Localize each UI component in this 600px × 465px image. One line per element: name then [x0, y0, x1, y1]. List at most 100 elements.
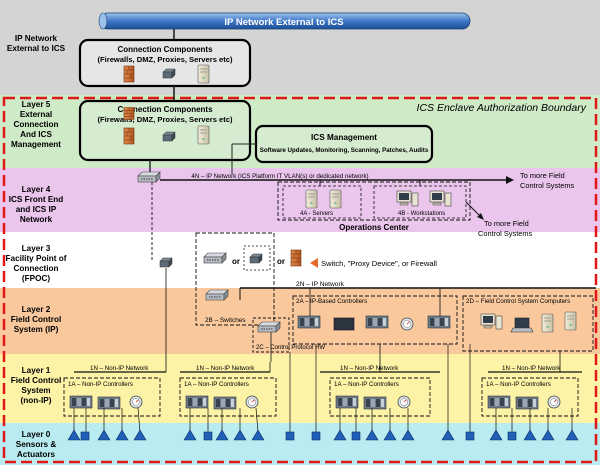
layer0-label-1: Layer 0: [22, 430, 51, 439]
server-icon: [197, 64, 210, 84]
layer4-switch-icon: [137, 171, 161, 183]
firewall-icon: [123, 65, 135, 83]
sensors-actuators: [67, 429, 579, 441]
non-ip-controllers-label-4: 1A – Non-IP Controllers: [486, 381, 551, 388]
workstation-icon: [480, 313, 503, 330]
fpoc-or-2: or: [277, 257, 285, 266]
actuator-icon: [203, 431, 213, 441]
connection-components-internal: Connection Components (Firewalls, DMZ, P…: [78, 99, 252, 162]
plc-icon: [487, 395, 511, 409]
layer1-label-3: System: [21, 386, 50, 395]
external-ip-network-bus: IP Network External to ICS: [98, 12, 471, 30]
meter-icon: [129, 395, 143, 409]
sensor-icon: [383, 429, 397, 441]
layer4-band: [0, 168, 600, 232]
actuator-icon: [80, 431, 90, 441]
layer0-label-2: Sensors &: [16, 440, 57, 449]
layer0-band: [0, 423, 600, 465]
conn-ext-title: Connection Components: [117, 45, 213, 54]
ics-management-detail: Software Updates, Monitoring, Scanning, …: [260, 147, 429, 154]
boundary-title: ICS Enclave Authorization Boundary: [417, 102, 587, 114]
plc-icon: [213, 396, 237, 410]
plc-icon: [365, 315, 389, 329]
actuator-icon: [285, 431, 295, 441]
field-control-system-computers: 2D – Field Control System Computers: [462, 295, 594, 352]
switch-icon: [205, 289, 229, 301]
non-ip-controllers-label-2: 1A – Non-IP Controllers: [184, 381, 249, 388]
fpoc-options: or or 2B – Switches: [195, 232, 302, 326]
servers-label: 4A - Servers: [300, 211, 333, 217]
conn-int-detail: (Firewalls, DMZ, Proxies, Servers etc): [97, 115, 233, 124]
plc-icon: [185, 395, 209, 409]
conn-int-title: Connection Components: [117, 105, 213, 114]
sensor-icon: [565, 429, 579, 441]
layer4-label-4: Network: [20, 215, 53, 224]
firewall-icon: [123, 107, 135, 120]
layer2-label-1: Layer 2: [22, 305, 51, 314]
ics-authorization-boundary: [2, 96, 598, 464]
more-field-1-line1: To more Field: [520, 171, 565, 180]
ics-management-title: ICS Management: [311, 133, 377, 142]
layer4-label-1: Layer 4: [22, 185, 51, 194]
server-icon: [197, 125, 210, 145]
layer3-label-4: (FPOC): [22, 274, 50, 283]
sensor-icon: [251, 429, 265, 441]
protocol-hw-label: 2C – Control Protocol HW: [256, 345, 325, 351]
protocol-converter-icon: [257, 321, 281, 333]
non-ip-network-label-4: 1N – Non-IP Network: [502, 365, 561, 372]
server-icon: [329, 189, 342, 209]
layer2-label-2: Field Control: [11, 315, 61, 324]
conn-ext-detail: (Firewalls, DMZ, Proxies, Servers etc): [97, 55, 233, 64]
layer3-label-2: Facility Point of: [6, 254, 67, 263]
layer1-label-2: Field Control: [11, 376, 61, 385]
sensor-icon: [365, 429, 379, 441]
network-2n-label: 2N – IP Network: [296, 281, 345, 288]
sensor-icon: [233, 429, 247, 441]
meter-icon: [245, 395, 259, 409]
ics-management-box: ICS Management Software Updates, Monitor…: [254, 124, 434, 164]
layer5-label-1: Layer 5: [22, 100, 51, 109]
plc-icon: [515, 396, 539, 410]
dmz-switch-icon: [162, 68, 176, 79]
top-bus-label: IP Network External to ICS: [224, 17, 343, 28]
workstation-icon: [396, 190, 419, 207]
non-ip-controllers-label-3: 1A – Non-IP Controllers: [334, 381, 399, 388]
fcs-computers-label: 2D – Field Control System Computers: [466, 298, 570, 305]
non-ip-network-label-2: 1N – Non-IP Network: [196, 365, 255, 372]
sensor-icon: [183, 429, 197, 441]
switch-icon: [203, 252, 227, 264]
switches-label: 2B – Switches: [205, 317, 246, 324]
non-ip-network-label-1: 1N – Non-IP Network: [90, 365, 149, 372]
plc-icon: [427, 315, 451, 329]
sensor-icon: [115, 429, 129, 441]
sensor-icon: [541, 429, 555, 441]
layer5-label-4: And ICS: [20, 130, 52, 139]
server-icon: [564, 311, 577, 331]
sensor-icon: [441, 429, 455, 441]
fpoc-or-1: or: [232, 257, 240, 266]
layer1-label-4: (non-IP): [21, 396, 52, 405]
actuator-icon: [465, 431, 475, 441]
layer4-label-3: and ICS IP: [16, 205, 57, 214]
layer5-label-5: Management: [11, 140, 61, 149]
ip-controllers-label: 2A – IP-Based Controllers: [296, 298, 367, 305]
fpoc-note: Switch, "Proxy Device", or Firewall: [321, 259, 437, 268]
sensor-icon: [489, 429, 503, 441]
actuator-icon: [311, 431, 321, 441]
sensor-icon: [333, 429, 347, 441]
layer3-label-1: Layer 3: [22, 244, 51, 253]
controller-icon: [333, 317, 355, 331]
layer-labels: IP Network External to ICS Layer 5 Exter…: [6, 34, 67, 459]
ip-external-label-1: IP Network: [15, 34, 58, 43]
plc-icon: [69, 395, 93, 409]
layer5-label-3: Connection: [13, 120, 58, 129]
non-ip-network-group-2: 1N – Non-IP Network 1A – Non-IP Controll…: [179, 365, 277, 417]
workstations-label: 4B - Workstations: [398, 211, 445, 217]
layer4-label-2: ICS Front End: [9, 195, 64, 204]
firewall-icon: [290, 249, 302, 267]
actuator-icon: [351, 431, 361, 441]
network-4n-label: 4N – IP Network (ICS Platform IT VLAN(s)…: [191, 173, 368, 180]
ip-based-controllers: 2A – IP-Based Controllers: [292, 295, 458, 345]
non-ip-network-label-3: 1N – Non-IP Network: [340, 365, 399, 372]
